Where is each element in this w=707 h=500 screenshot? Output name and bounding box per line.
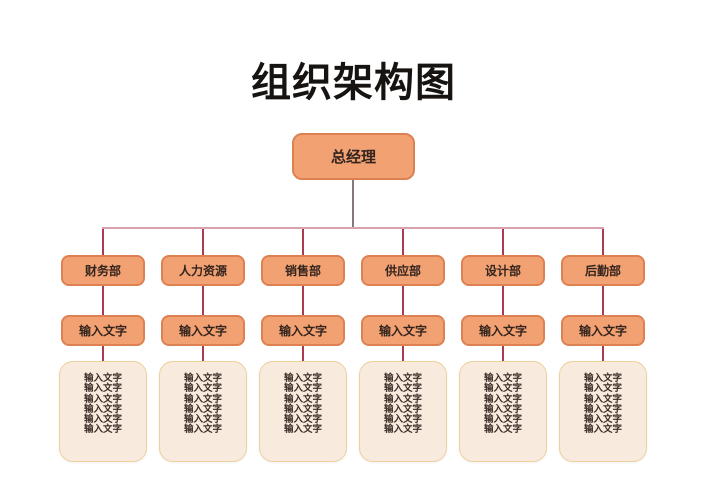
department-node: 设计部: [461, 255, 545, 286]
detail-line: 输入文字: [183, 393, 222, 405]
detail-line: 输入文字: [583, 393, 622, 405]
detail-line: 输入文字: [383, 373, 422, 384]
root-node-label: 总经理: [330, 148, 376, 166]
detail-node: 输入文字 输入文字 输入文字 输入文字 输入文字 输入文字: [359, 361, 447, 462]
org-column-sales: 销售部 输入文字 输入文字 输入文字 输入文字 输入文字 输入文字 输入文字: [259, 255, 347, 462]
detail-line: 输入文字: [183, 403, 222, 415]
connector-line: [202, 286, 204, 315]
detail-node: 输入文字 输入文字 输入文字 输入文字 输入文字 输入文字: [559, 361, 647, 462]
detail-line: 输入文字: [483, 414, 522, 426]
detail-line: 输入文字: [83, 414, 122, 426]
connector-drop-line: [102, 229, 104, 255]
detail-line: 输入文字: [583, 403, 622, 415]
detail-line: 输入文字: [583, 373, 622, 384]
root-node-general-manager: 总经理: [292, 133, 415, 180]
connector-horizontal-rail: [102, 227, 604, 229]
connector-line: [402, 346, 404, 361]
detail-node: 输入文字 输入文字 输入文字 输入文字 输入文字 输入文字: [459, 361, 547, 462]
detail-line: 输入文字: [283, 414, 322, 426]
detail-line: 输入文字: [483, 383, 522, 395]
connector-drop-line: [202, 229, 204, 255]
detail-line: 输入文字: [383, 403, 422, 415]
detail-line: 输入文字: [483, 393, 522, 405]
detail-line: 输入文字: [83, 373, 122, 384]
input-text-label: 输入文字: [478, 324, 527, 338]
org-column-logistics: 后勤部 输入文字 输入文字 输入文字 输入文字 输入文字 输入文字 输入文字: [559, 255, 647, 462]
input-text-label: 输入文字: [578, 324, 627, 338]
detail-line: 输入文字: [283, 393, 322, 405]
detail-line: 输入文字: [383, 424, 422, 436]
connector-line: [402, 286, 404, 315]
input-text-label: 输入文字: [278, 324, 327, 338]
input-text-label: 输入文字: [378, 324, 427, 338]
connector-line: [302, 286, 304, 315]
detail-line: 输入文字: [583, 424, 622, 436]
detail-line: 输入文字: [583, 383, 622, 395]
connector-root-vertical: [352, 180, 354, 227]
detail-line: 输入文字: [283, 424, 322, 436]
department-label: 供应部: [384, 264, 421, 278]
department-label: 后勤部: [584, 264, 621, 278]
connector-drop-line: [502, 229, 504, 255]
connector-line: [202, 346, 204, 361]
department-node: 供应部: [361, 255, 445, 286]
department-node: 人力资源: [161, 255, 245, 286]
org-columns: 财务部 输入文字 输入文字 输入文字 输入文字 输入文字 输入文字 输入文字 人…: [59, 255, 647, 462]
input-text-node: 输入文字: [161, 315, 245, 346]
detail-line: 输入文字: [483, 403, 522, 415]
input-text-label: 输入文字: [78, 324, 127, 338]
detail-line: 输入文字: [483, 424, 522, 436]
input-text-node: 输入文字: [361, 315, 445, 346]
detail-line: 输入文字: [183, 414, 222, 426]
input-text-node: 输入文字: [261, 315, 345, 346]
department-node: 后勤部: [561, 255, 645, 286]
connector-line: [602, 346, 604, 361]
detail-node: 输入文字 输入文字 输入文字 输入文字 输入文字 输入文字: [59, 361, 147, 462]
org-column-finance: 财务部 输入文字 输入文字 输入文字 输入文字 输入文字 输入文字 输入文字: [59, 255, 147, 462]
detail-line: 输入文字: [83, 424, 122, 436]
detail-line: 输入文字: [483, 373, 522, 384]
detail-line: 输入文字: [283, 383, 322, 395]
org-column-supply: 供应部 输入文字 输入文字 输入文字 输入文字 输入文字 输入文字 输入文字: [359, 255, 447, 462]
page-title: 组织架构图: [251, 60, 456, 106]
detail-line: 输入文字: [183, 373, 222, 384]
detail-node: 输入文字 输入文字 输入文字 输入文字 输入文字 输入文字: [259, 361, 347, 462]
detail-line: 输入文字: [383, 383, 422, 395]
department-node: 销售部: [261, 255, 345, 286]
detail-line: 输入文字: [583, 414, 622, 426]
detail-node: 输入文字 输入文字 输入文字 输入文字 输入文字 输入文字: [159, 361, 247, 462]
org-column-design: 设计部 输入文字 输入文字 输入文字 输入文字 输入文字 输入文字 输入文字: [459, 255, 547, 462]
department-label: 设计部: [484, 264, 521, 278]
connector-line: [602, 286, 604, 315]
department-node: 财务部: [61, 255, 145, 286]
connector-drop-line: [602, 229, 604, 255]
detail-line: 输入文字: [83, 393, 122, 405]
connector-line: [102, 286, 104, 315]
detail-line: 输入文字: [183, 383, 222, 395]
detail-line: 输入文字: [83, 403, 122, 415]
connector-drop-line: [402, 229, 404, 255]
connector-line: [502, 346, 504, 361]
detail-line: 输入文字: [183, 424, 222, 436]
detail-line: 输入文字: [383, 414, 422, 426]
input-text-label: 输入文字: [178, 324, 227, 338]
detail-line: 输入文字: [283, 373, 322, 384]
connector-line: [302, 346, 304, 361]
detail-line: 输入文字: [383, 393, 422, 405]
input-text-node: 输入文字: [461, 315, 545, 346]
connector-line: [102, 346, 104, 361]
department-label: 人力资源: [178, 264, 227, 278]
connector-drop-line: [302, 229, 304, 255]
connector-line: [502, 286, 504, 315]
input-text-node: 输入文字: [561, 315, 645, 346]
detail-line: 输入文字: [83, 383, 122, 395]
input-text-node: 输入文字: [61, 315, 145, 346]
detail-line: 输入文字: [283, 403, 322, 415]
org-column-hr: 人力资源 输入文字 输入文字 输入文字 输入文字 输入文字 输入文字 输入文字: [159, 255, 247, 462]
department-label: 销售部: [284, 264, 321, 278]
department-label: 财务部: [84, 264, 121, 278]
